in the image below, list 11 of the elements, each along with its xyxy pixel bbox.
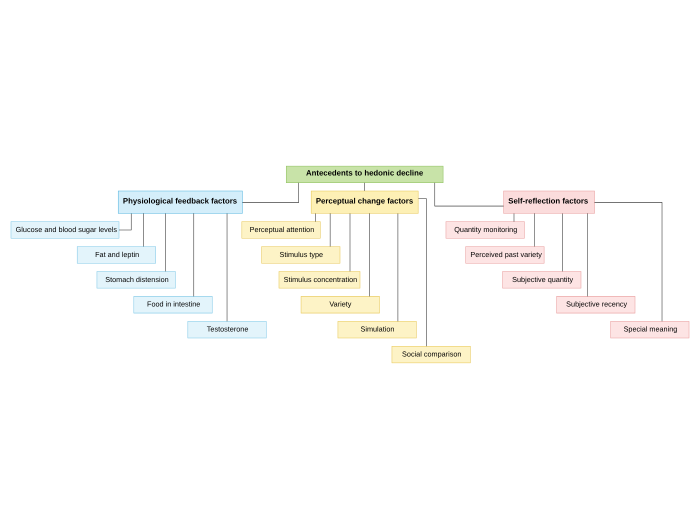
connector [418, 198, 427, 346]
connector [562, 212, 563, 272]
connector [594, 202, 662, 322]
connector [226, 212, 228, 322]
connector [587, 212, 588, 296]
connector [315, 212, 316, 222]
connector [242, 182, 299, 202]
connector [369, 212, 370, 296]
connector [143, 212, 144, 246]
connector [434, 182, 504, 206]
connector [364, 182, 365, 191]
